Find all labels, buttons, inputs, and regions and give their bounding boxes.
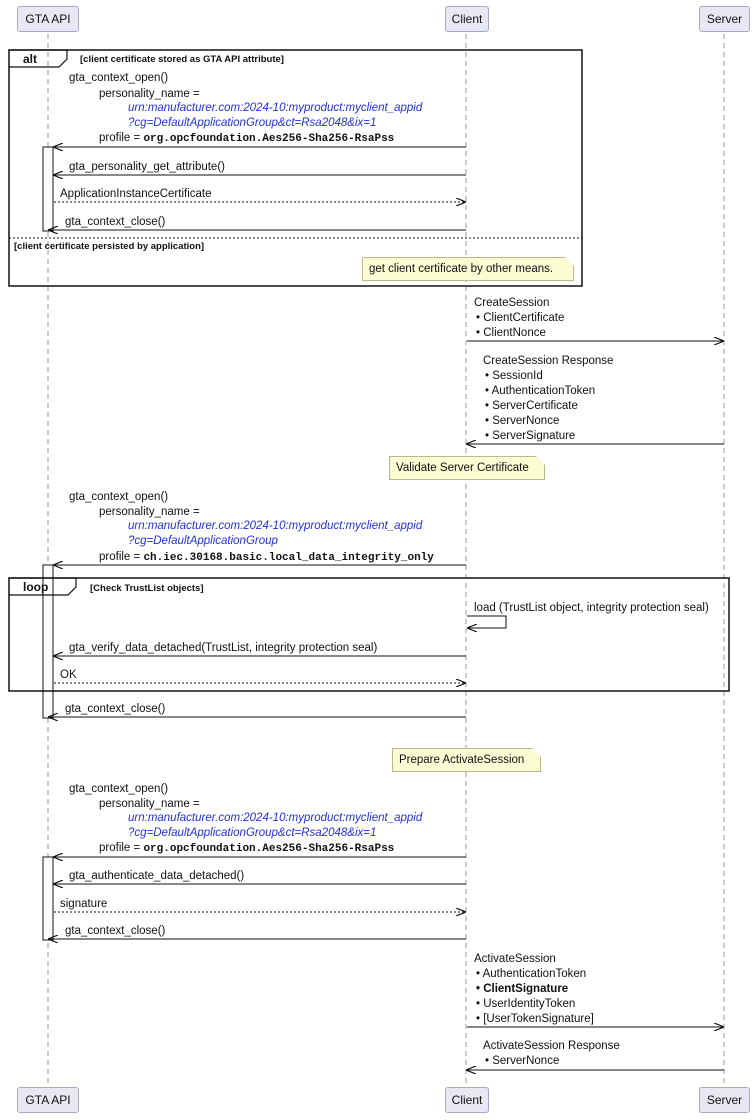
alt-fragment-frame bbox=[8, 49, 583, 287]
msg-ctx-close-3: gta_context_close() bbox=[65, 925, 166, 937]
activation-bar-1 bbox=[42, 146, 54, 232]
msg-csr-item-2: • AuthenticationToken bbox=[485, 385, 596, 397]
msg-csr-item-4: • ServerNonce bbox=[485, 415, 560, 427]
activation-bar-3 bbox=[42, 856, 54, 941]
msg-csr-item-5: • ServerSignature bbox=[485, 430, 576, 442]
alt-fragment-tab bbox=[9, 49, 68, 68]
participant-gta-api-top: GTA API bbox=[17, 6, 79, 32]
loop-guard: [Check TrustList objects] bbox=[90, 583, 204, 594]
participant-client-bottom: Client bbox=[445, 1087, 489, 1113]
note-validate-server-cert: Validate Server Certificate bbox=[389, 456, 545, 480]
msg-activate-item-1: • AuthenticationToken bbox=[476, 968, 587, 980]
msg-ctx-close-1: gta_context_close() bbox=[65, 216, 166, 228]
alt-fragment-label: alt bbox=[23, 52, 38, 66]
profile-value: org.opcfoundation.Aes256-Sha256-RsaPss bbox=[143, 133, 395, 145]
msg-app-cert: ApplicationInstanceCertificate bbox=[60, 188, 212, 200]
note-prepare-activate: Prepare ActivateSession bbox=[392, 748, 541, 772]
msg-create-session-item-1: • ClientCertificate bbox=[476, 312, 565, 324]
msg-profile-1: profile = org.opcfoundation.Aes256-Sha25… bbox=[99, 131, 394, 146]
msg-ctx-close-2: gta_context_close() bbox=[65, 703, 166, 715]
msg-profile-2: profile = ch.iec.30168.basic.local_data_… bbox=[99, 550, 434, 565]
msg-verify: gta_verify_data_detached(TrustList, inte… bbox=[69, 642, 378, 654]
msg-profile-3: profile = org.opcfoundation.Aes256-Sha25… bbox=[99, 841, 394, 856]
msg-activate-resp-item: • ServerNonce bbox=[485, 1055, 560, 1067]
msg-create-session-item-2: • ClientNonce bbox=[476, 327, 546, 339]
msg-create-session-response: CreateSession Response bbox=[483, 355, 614, 367]
msg-ctx-open-2: gta_context_open() bbox=[69, 491, 169, 503]
loop-fragment-label: loop bbox=[23, 580, 49, 594]
msg-csr-item-1: • SessionId bbox=[485, 370, 543, 382]
msg-urn-1: urn:manufacturer.com:2024-10:myproduct:m… bbox=[128, 102, 423, 114]
msg-activate-item-2: • ClientSignature bbox=[476, 983, 569, 995]
msg-activate-item-3: • UserIdentityToken bbox=[476, 998, 576, 1010]
msg-urn-3: urn:manufacturer.com:2024-10:myproduct:m… bbox=[128, 812, 423, 824]
loop-fragment-tab bbox=[9, 577, 77, 596]
msg-create-session: CreateSession bbox=[474, 297, 550, 309]
msg-ok: OK bbox=[60, 669, 77, 681]
participant-server-bottom: Server bbox=[699, 1087, 750, 1113]
profile-label: profile = bbox=[99, 551, 141, 563]
msg-get-attribute: gta_personality_get_attribute() bbox=[69, 161, 225, 173]
note-other-means: get client certificate by other means. bbox=[362, 257, 574, 281]
msg-load: load (TrustList object, integrity protec… bbox=[474, 602, 709, 614]
loop-fragment-frame bbox=[8, 577, 730, 692]
msg-activate-session: ActivateSession bbox=[474, 953, 556, 965]
profile-label: profile = bbox=[99, 842, 141, 854]
msg-cg-2: ?cg=DefaultApplicationGroup bbox=[128, 535, 278, 547]
msg-cg-3: ?cg=DefaultApplicationGroup&ct=Rsa2048&i… bbox=[128, 827, 377, 839]
profile-value: ch.iec.30168.basic.local_data_integrity_… bbox=[143, 552, 434, 564]
msg-csr-item-3: • ServerCertificate bbox=[485, 400, 578, 412]
msg-personality-name-2: personality_name = bbox=[99, 506, 200, 518]
arrow-load-self bbox=[467, 615, 507, 628]
msg-ctx-open-1: gta_context_open() bbox=[69, 72, 169, 84]
msg-authenticate: gta_authenticate_data_detached() bbox=[69, 870, 245, 882]
alt-guard-2: [client certificate persisted by applica… bbox=[14, 241, 205, 252]
participant-gta-api-bottom: GTA API bbox=[17, 1087, 79, 1113]
profile-value: org.opcfoundation.Aes256-Sha256-RsaPss bbox=[143, 843, 395, 855]
msg-ctx-open-3: gta_context_open() bbox=[69, 783, 169, 795]
profile-label: profile = bbox=[99, 132, 141, 144]
msg-personality-name-1: personality_name = bbox=[99, 88, 200, 100]
msg-signature: signature bbox=[60, 898, 108, 910]
participant-server-top: Server bbox=[699, 6, 750, 32]
alt-guard-1: [client certificate stored as GTA API at… bbox=[80, 54, 284, 65]
msg-activate-session-response: ActivateSession Response bbox=[483, 1040, 620, 1052]
msg-cg-1: ?cg=DefaultApplicationGroup&ct=Rsa2048&i… bbox=[128, 117, 377, 129]
msg-personality-name-3: personality_name = bbox=[99, 798, 200, 810]
msg-urn-2: urn:manufacturer.com:2024-10:myproduct:m… bbox=[128, 520, 423, 532]
msg-activate-item-4: • [UserTokenSignature] bbox=[476, 1013, 594, 1025]
participant-client-top: Client bbox=[445, 6, 489, 32]
